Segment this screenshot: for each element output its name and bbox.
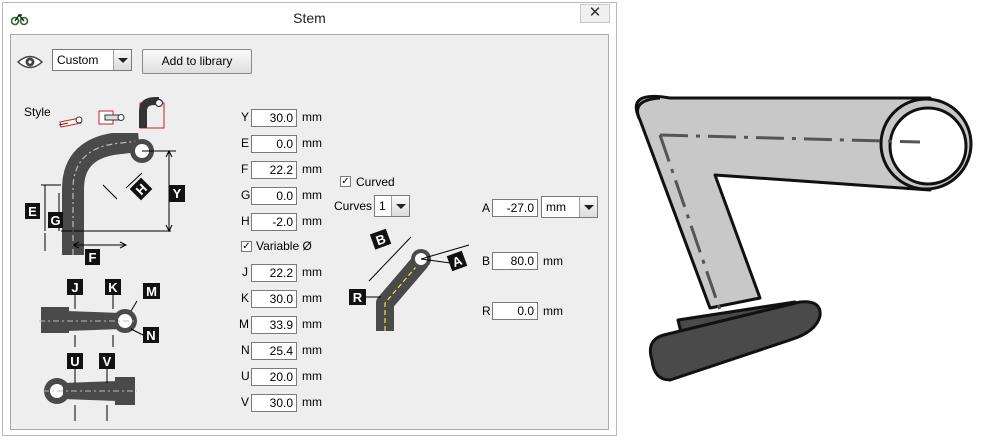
- letter-G: G: [50, 213, 60, 228]
- variable-diameter-label: Variable Ø: [256, 239, 312, 253]
- variable-diameter-checkbox[interactable]: ✓: [241, 241, 252, 252]
- style-curved-icon[interactable]: [139, 97, 167, 129]
- param-B-unit: mm: [543, 254, 563, 268]
- param-B-input[interactable]: 80.0: [492, 252, 538, 270]
- param-F-input[interactable]: 22.2: [251, 161, 297, 179]
- chevron-down-icon[interactable]: [113, 50, 131, 70]
- letter-M-badge: M: [143, 283, 160, 299]
- param-N-label: N: [241, 343, 250, 357]
- letter-N-badge: N: [143, 327, 159, 343]
- param-V-label: V: [241, 395, 250, 409]
- param-N-unit: mm: [302, 343, 322, 357]
- window-title: Stem: [293, 10, 326, 26]
- param-K-unit: mm: [302, 291, 322, 305]
- param-M-unit: mm: [302, 317, 322, 331]
- param-F-label: F: [241, 162, 249, 176]
- param-N-input[interactable]: 25.4: [251, 342, 297, 360]
- letter-J: J: [71, 280, 78, 295]
- stem-dialog-window: Stem ✕ Custom Add to library Style: [2, 2, 617, 436]
- close-button[interactable]: ✕: [580, 4, 610, 23]
- letter-V: V: [103, 354, 112, 369]
- letter-H: H: [133, 181, 150, 198]
- param-J-label: J: [242, 265, 248, 279]
- param-Y-unit: mm: [302, 110, 322, 124]
- param-R-label: R: [482, 304, 491, 318]
- param-A-unit-value: mm: [546, 200, 566, 214]
- param-Y-label: Y: [241, 110, 250, 124]
- param-M-label: M: [239, 317, 249, 331]
- letter-U: U: [70, 354, 79, 369]
- letter-G-badge: G: [48, 212, 63, 228]
- letter-V-badge: V: [99, 353, 115, 369]
- param-B-label: B: [482, 254, 491, 268]
- curve-dimension-diagram: B A R: [349, 228, 470, 331]
- chevron-down-icon[interactable]: [579, 197, 597, 217]
- param-G-unit: mm: [302, 188, 322, 202]
- param-R-unit: mm: [543, 304, 563, 318]
- param-G-label: G: [241, 188, 251, 202]
- style-label: Style: [24, 105, 51, 119]
- stem-preview-render: [634, 94, 973, 382]
- curves-count-select[interactable]: 1: [374, 195, 410, 217]
- curved-label: Curved: [356, 175, 395, 189]
- param-R-input[interactable]: 0.0: [492, 302, 538, 320]
- param-J-input[interactable]: 22.2: [251, 264, 297, 282]
- param-V-unit: mm: [302, 395, 322, 409]
- param-Y-input[interactable]: 30.0: [251, 109, 297, 127]
- param-U-label: U: [241, 369, 250, 383]
- clamp-diameter-diagram: J K M N: [39, 279, 160, 347]
- letter-K: K: [108, 280, 118, 295]
- steerer-clamp-diagram: U V: [43, 353, 137, 421]
- letter-J-badge: J: [67, 279, 83, 295]
- app-icon: [11, 13, 29, 26]
- add-to-library-button[interactable]: Add to library: [142, 49, 252, 74]
- param-J-unit: mm: [302, 265, 322, 279]
- letter-A-badge: A: [446, 250, 468, 272]
- param-A-input[interactable]: -27.0: [492, 199, 538, 217]
- param-H-input[interactable]: -2.0: [251, 213, 297, 231]
- letter-F-badge: F: [85, 249, 100, 265]
- letter-Y: Y: [173, 186, 182, 201]
- letter-K-badge: K: [105, 279, 121, 295]
- letter-R: R: [353, 290, 363, 305]
- param-K-input[interactable]: 30.0: [251, 290, 297, 308]
- param-E-unit: mm: [302, 136, 322, 150]
- title-bar: Stem ✕: [3, 3, 616, 33]
- preset-select[interactable]: Custom: [52, 49, 132, 71]
- letter-N: N: [146, 328, 155, 343]
- param-V-input[interactable]: 30.0: [251, 394, 297, 412]
- param-G-input[interactable]: 0.0: [251, 187, 297, 205]
- chevron-down-icon[interactable]: [391, 196, 409, 216]
- param-A-unit-select[interactable]: mm: [541, 196, 598, 218]
- letter-B-badge: B: [369, 228, 392, 250]
- param-K-label: K: [241, 291, 250, 305]
- param-U-unit: mm: [302, 369, 322, 383]
- param-A-label: A: [482, 201, 491, 215]
- letter-R-badge: R: [349, 289, 366, 305]
- param-E-input[interactable]: 0.0: [251, 135, 297, 153]
- preset-select-value: Custom: [57, 53, 99, 67]
- style-straight-icon[interactable]: [58, 111, 86, 129]
- letter-Y-badge: Y: [169, 185, 185, 202]
- stem-dimension-diagram: E G F H Y: [25, 133, 185, 265]
- visibility-eye-icon[interactable]: [17, 53, 43, 71]
- curves-label: Curves: [334, 199, 373, 213]
- curved-checkbox[interactable]: ✓: [340, 176, 351, 187]
- param-U-input[interactable]: 20.0: [251, 368, 297, 386]
- letter-F: F: [89, 250, 97, 265]
- letter-E: E: [28, 204, 37, 219]
- param-M-input[interactable]: 33.9: [251, 316, 297, 334]
- letter-M: M: [146, 284, 157, 299]
- curves-count-value: 1: [379, 199, 386, 213]
- letter-E-badge: E: [25, 203, 40, 219]
- param-E-label: E: [241, 136, 250, 150]
- style-quill-icon[interactable]: [97, 107, 127, 127]
- param-H-label: H: [241, 214, 250, 228]
- dialog-content: Custom Add to library Style: [10, 34, 609, 430]
- param-H-unit: mm: [302, 214, 322, 228]
- letter-U-badge: U: [67, 353, 83, 369]
- param-F-unit: mm: [302, 162, 322, 176]
